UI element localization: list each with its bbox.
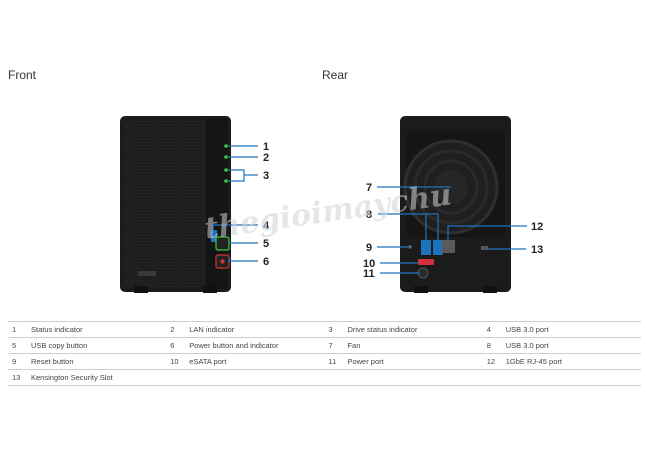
rear-device [400,116,511,293]
legend-number [324,369,344,386]
legend-number: 7 [324,337,344,354]
device-diagram: 1 2 3 4 5 6 [120,116,543,293]
callout-13: 13 [531,244,543,256]
rear-title: Rear [322,68,349,82]
legend-number: 4 [482,321,502,338]
legend-number: 1 [8,321,27,338]
legend-number: 2 [166,321,186,338]
callout-4: 4 [263,220,270,232]
drive2-led [224,179,228,183]
front-device [120,116,231,293]
legend-number: 10 [166,353,186,370]
rear-usb-port-1 [421,240,431,255]
legend-number: 12 [482,353,502,370]
rear-foot-right [483,286,497,293]
callout-9: 9 [366,242,372,254]
rear-callouts: 7 8 9 10 11 12 13 [363,182,543,280]
callout-line-4 [212,224,258,230]
callout-1: 1 [263,141,269,153]
legend-label: Reset button [26,353,167,370]
callout-6: 6 [263,256,269,268]
front-mesh-panel [124,121,206,287]
front-foot-right [203,286,217,293]
rj45-port [442,240,455,253]
legend-label: eSATA port [185,353,325,370]
lan-led [224,155,228,159]
callout-line-8b [426,213,439,240]
power-led [220,259,225,264]
legend-number: 9 [8,353,27,370]
legend-label: USB 3.0 port [501,337,641,354]
legend-label: LAN indicator [185,321,325,338]
legend-label [501,369,641,386]
callout-7: 7 [366,182,372,194]
front-title: Front [8,68,37,82]
legend-number [482,369,502,386]
legend-label: Status indicator [26,321,167,338]
kensington-slot [481,246,488,250]
rear-foot-left [414,286,428,293]
front-foot-left [134,286,148,293]
legend-number: 6 [166,337,186,354]
front-callout-lines [212,145,258,262]
callout-5: 5 [263,238,269,250]
callout-line-12 [447,225,527,240]
legend-label [185,369,325,386]
esata-port [418,259,434,265]
callout-8: 8 [366,209,372,221]
legend-label: Kensington Security Slot [26,369,167,386]
legend-label: USB copy button [26,337,167,354]
callout-2: 2 [263,152,269,164]
callout-11: 11 [363,268,375,280]
status-led [224,144,228,148]
callout-10: 10 [363,258,375,270]
model-label [138,271,156,276]
legend-number: 3 [324,321,344,338]
legend-label [343,369,483,386]
legend-label: Fan [343,337,483,354]
callout-line-6 [228,258,258,262]
front-callouts: 1 2 3 4 5 6 [263,141,270,268]
legend-label: Power port [343,353,483,370]
legend-number: 8 [482,337,502,354]
legend-label: Power button and indicator [185,337,325,354]
legend-label: USB 3.0 port [501,321,641,338]
callout-12: 12 [531,221,543,233]
legend-number [166,369,186,386]
callout-3: 3 [263,170,269,182]
legend-label: 1GbE RJ-45 port [501,353,641,370]
legend-number: 5 [8,337,27,354]
legend-number: 13 [8,369,27,386]
legend-number: 11 [324,353,344,370]
drive1-led [224,168,228,172]
legend-label: Drive status indicator [343,321,483,338]
rear-callout-lines [377,186,527,274]
rear-usb-port-2 [433,240,443,255]
